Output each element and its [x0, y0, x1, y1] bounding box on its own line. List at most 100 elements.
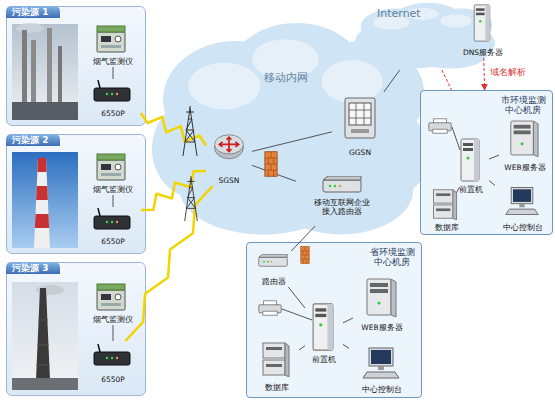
device-label: DNS服务器: [448, 49, 518, 58]
cloud-label: 移动内网: [264, 72, 308, 85]
device-node: WEB服务器: [499, 117, 551, 173]
panel-tab: 污染源 3: [6, 262, 60, 274]
device-node: 6550P: [85, 207, 141, 247]
server-icon: [474, 5, 490, 41]
room-heading: 市环境监测 中心机房: [497, 95, 549, 116]
router-icon: [215, 135, 244, 159]
server-icon: [367, 279, 396, 317]
device-node: 路由器: [253, 251, 295, 287]
device-node: 中心控制台: [349, 345, 415, 395]
device-label: 移动互联网企业 接入路由器: [311, 198, 373, 216]
panel-tab: 污染源 2: [6, 134, 60, 146]
link-line: [483, 58, 485, 90]
server-icon: [461, 139, 479, 181]
device-node: 前置机: [453, 137, 489, 195]
link-line: [384, 70, 400, 92]
device-node: GGSN: [332, 92, 388, 158]
link-line: [252, 165, 296, 181]
device-label: 中心控制台: [349, 386, 415, 395]
link-line: [489, 155, 499, 159]
wire: [282, 309, 312, 320]
console-icon: [506, 188, 538, 215]
machine-room: 市环境监测 中心机房前置机 WEB服务器数据库 中心控制台: [420, 90, 553, 235]
cloud-label: Internet: [377, 8, 421, 21]
link-line: [442, 70, 452, 90]
machine-room: 省环境监测 中心机房路由器前置机 WEB服务器数据库 中心控制台: [246, 242, 422, 398]
router-icon: [323, 176, 361, 192]
device-node: 6550P: [85, 79, 141, 119]
device-node: 数据库: [255, 339, 299, 393]
gateway-icon: [345, 98, 375, 138]
network-cloud: Internet: [355, 0, 495, 70]
server-icon: [511, 121, 538, 157]
device-node: 中心控制台: [495, 183, 551, 233]
modem-icon: [94, 344, 130, 365]
device-label: 6550P: [85, 110, 141, 119]
link-line: [288, 287, 305, 308]
device-label: WEB服务器: [499, 164, 551, 173]
flue-gas-monitor-icon: [97, 154, 125, 180]
link-line: [113, 325, 114, 341]
device-node: 前置机: [305, 299, 343, 365]
modem-icon: [94, 80, 130, 101]
source-panel: 污染源 3 烟气监测仪 6550P: [6, 262, 146, 396]
link-line: [343, 318, 353, 323]
device-label: 烟气监测仪: [85, 186, 141, 195]
cloud-shape: [355, 0, 495, 70]
device-label: 中心控制台: [495, 224, 551, 233]
device-label: 6550P: [85, 238, 141, 247]
router-icon: [259, 254, 288, 266]
wireless-link: [141, 113, 206, 146]
device-label: 烟气监测仪: [85, 58, 141, 67]
device-label: GGSN: [332, 149, 388, 158]
panel-tab: 污染源 1: [6, 6, 60, 18]
link-line: [343, 344, 349, 348]
flue-gas-monitor-icon: [97, 26, 125, 52]
device-label: WEB服务器: [353, 324, 411, 333]
device-node: SGSN: [206, 128, 252, 186]
console-icon: [363, 348, 399, 378]
printer-icon: [429, 119, 451, 133]
chimney-photo: [12, 23, 78, 120]
wire: [452, 127, 460, 150]
link-line: [489, 181, 495, 186]
tower-icon: [185, 176, 198, 221]
device-node: DNS服务器: [448, 2, 518, 58]
link-line: [113, 195, 114, 207]
database-icon: [433, 190, 456, 220]
room-heading: 省环境监测 中心机房: [366, 247, 418, 268]
link-line: [299, 346, 305, 350]
database-icon: [263, 343, 289, 377]
device-node: 烟气监测仪: [85, 23, 141, 67]
wireless-link: [141, 171, 206, 210]
source-panel: 污染源 2 烟气监测仪 6550P: [6, 134, 146, 254]
device-node: 烟气监测仪: [85, 151, 141, 195]
source-panel: 污染源 1 烟气监测仪 6550P: [6, 6, 146, 126]
link-label: 域名解析: [490, 66, 526, 79]
device-label: 路由器: [253, 278, 295, 287]
device-node: 数据库: [425, 187, 469, 233]
device-label: 数据库: [425, 224, 469, 233]
server-icon: [313, 304, 333, 350]
chimney-photo: [12, 282, 78, 390]
device-label: 前置机: [305, 356, 343, 365]
device-node: WEB服务器: [353, 275, 411, 333]
modem-icon: [94, 208, 130, 229]
device-label: 烟气监测仪: [85, 316, 141, 325]
device-label: 6550P: [85, 376, 141, 385]
printer-icon: [259, 301, 281, 315]
device-label: 数据库: [255, 384, 299, 393]
device-node: 6550P: [85, 341, 141, 385]
device-label: SGSN: [206, 177, 252, 186]
link-line: [455, 187, 459, 195]
flue-gas-monitor-icon: [97, 284, 125, 310]
device-node: 烟气监测仪: [85, 281, 141, 325]
router-node: 移动互联网企业 接入路由器: [296, 170, 388, 226]
wireless-link: [125, 186, 212, 341]
chimney-photo: [12, 152, 78, 248]
firewall-icon: [301, 247, 309, 264]
device-label: 前置机: [453, 186, 489, 195]
tower-icon: [183, 106, 197, 156]
